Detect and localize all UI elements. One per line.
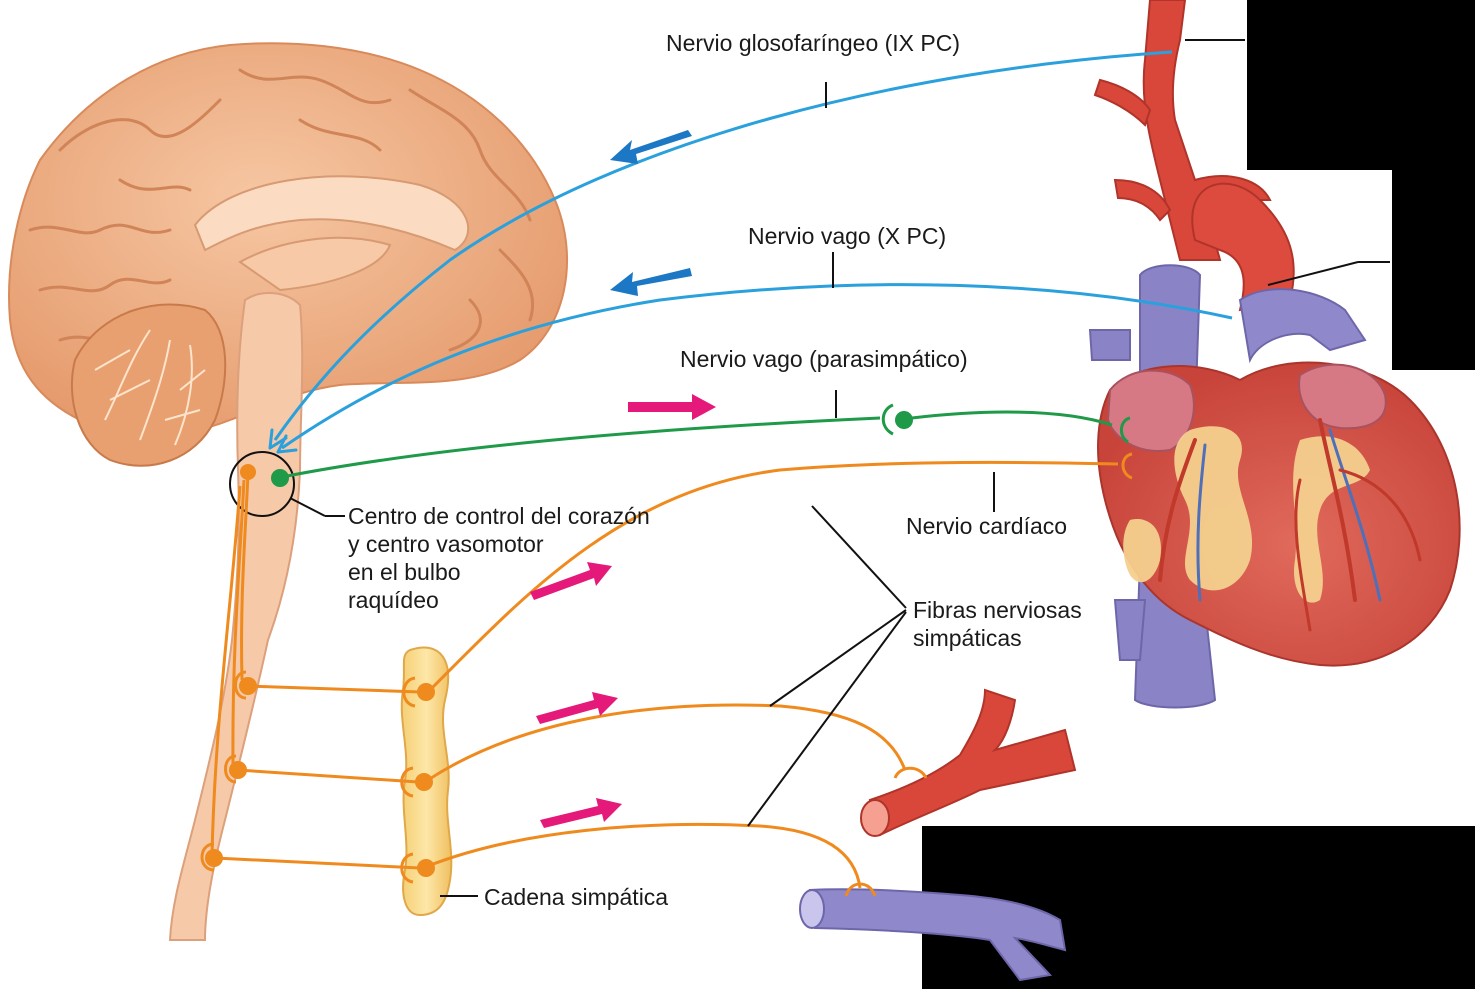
arteriole [860, 688, 1077, 837]
glossopharyngeal-nerve-label: Nervio glosofaríngeo (IX PC) [666, 30, 961, 56]
control-center-line-3: en el bulbo [348, 559, 461, 585]
sympathetic-fibers-line-2: simpáticas [913, 625, 1022, 651]
control-center-line-4: raquídeo [348, 587, 439, 613]
vagus-parasympathetic-label: Nervio vago (parasimpático) [680, 346, 968, 372]
sympathetic-pathway [200, 452, 1133, 897]
efferent-arrows [530, 394, 716, 828]
medulla-control-center [229, 451, 295, 517]
vagus-parasympathetic-nerve [271, 403, 1131, 487]
vagus-sensory-nerve [276, 283, 1233, 454]
afferent-arrows [610, 130, 692, 296]
sympathetic-fibers-label: Fibras nerviosas simpáticas [913, 596, 1082, 652]
venule [799, 888, 1067, 982]
brain [8, 42, 568, 941]
sympathetic-ganglia-dots [205, 464, 435, 877]
cardiac-nerve-label: Nervio cardíaco [906, 513, 1068, 539]
sympathetic-chain-label: Cadena simpática [484, 884, 669, 910]
leader-lines [747, 472, 995, 827]
sympathetic-fibers-line-1: Fibras nerviosas [913, 597, 1082, 623]
control-center-label: Centro de control del corazón y centro v… [348, 502, 650, 614]
vagus-nerve-label: Nervio vago (X PC) [748, 223, 947, 249]
control-center-line-2: y centro vasomotor [348, 531, 544, 557]
control-center-line-1: Centro de control del corazón [348, 503, 650, 529]
